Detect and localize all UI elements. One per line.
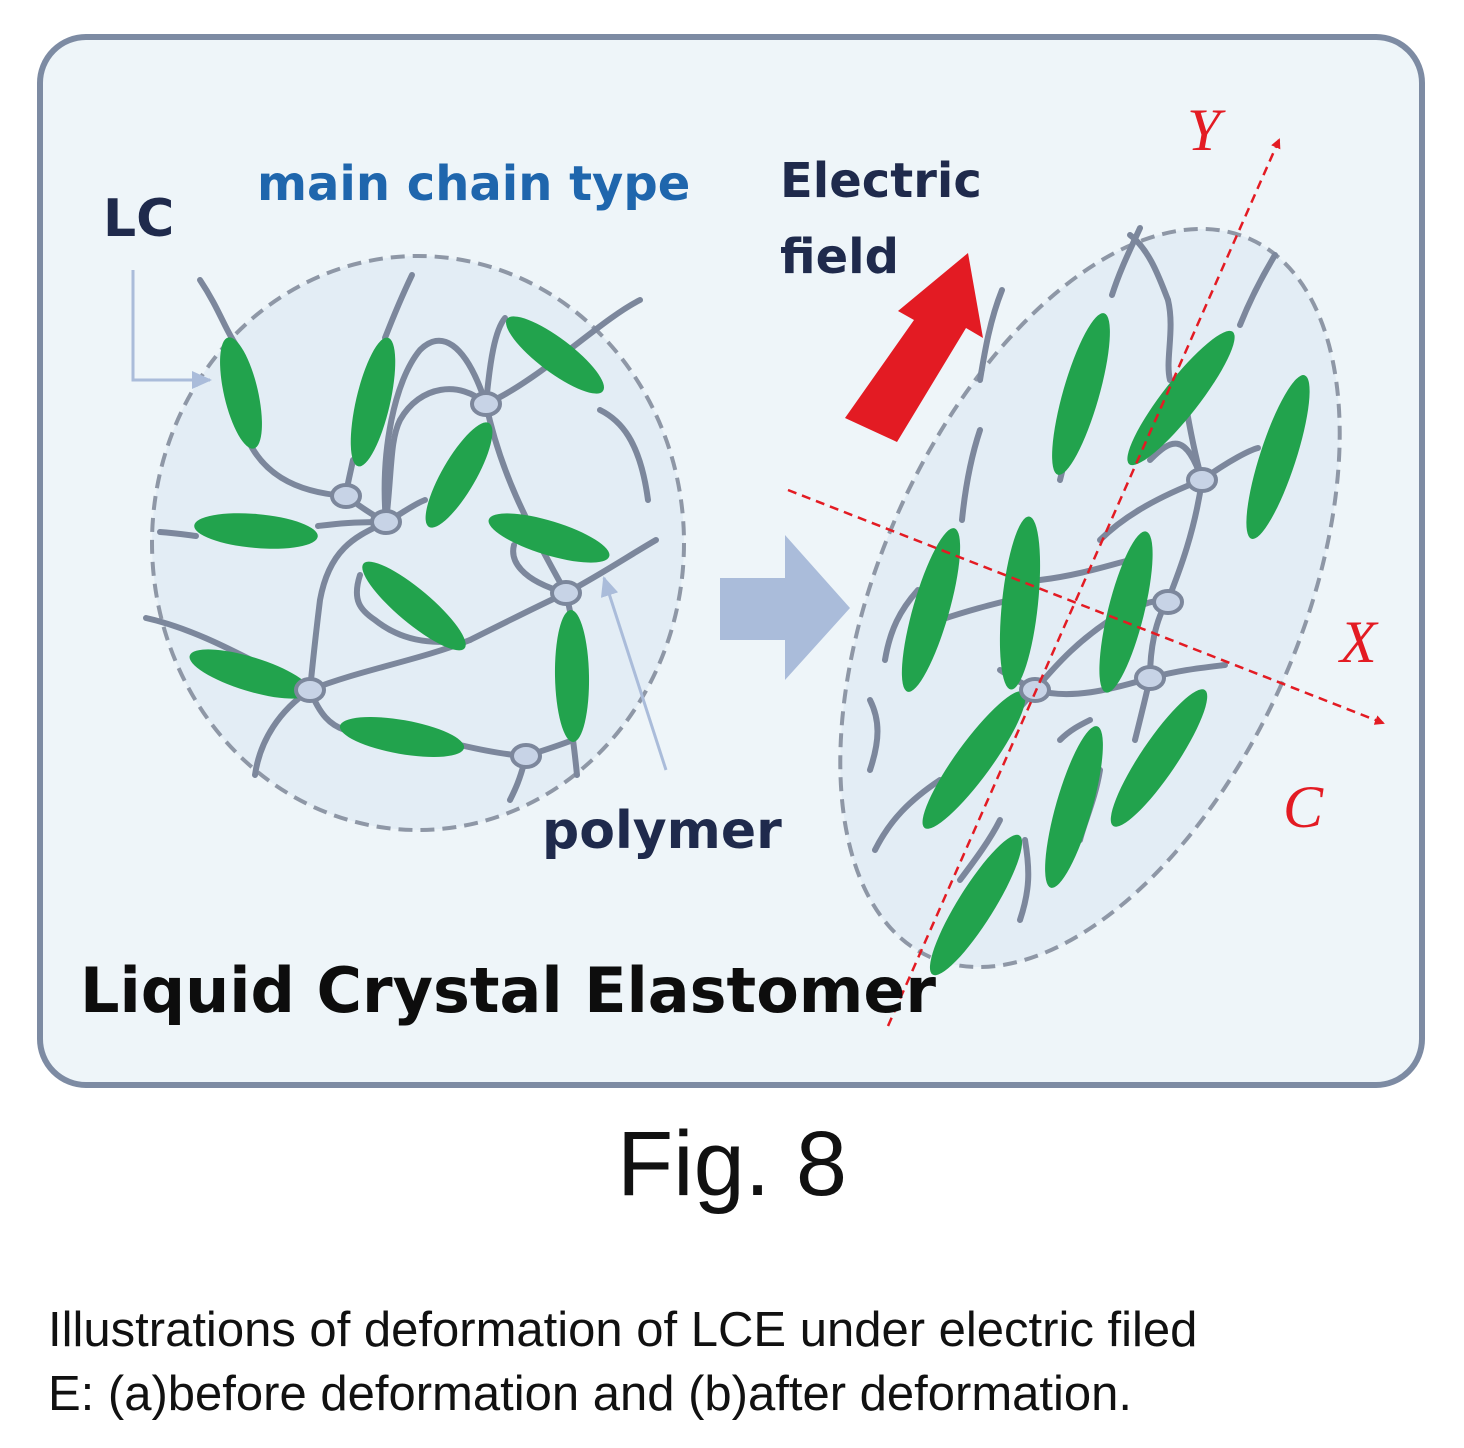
field-arrow-icon [845, 253, 983, 442]
caption-line-1: Illustrations of deformation of LCE unde… [48, 1303, 1198, 1357]
lc-mesogen [339, 717, 465, 757]
lc-mesogen [922, 691, 1026, 829]
transform-arrow-icon [720, 535, 850, 680]
crosslink-node [294, 677, 326, 703]
x-axis-label: X [1338, 609, 1379, 675]
x-axis-dashed [787, 488, 1385, 725]
lc-pointer-arrow [131, 270, 212, 389]
electric-field-label-line1: Electric [780, 153, 982, 209]
after-deformation-network [787, 138, 1385, 1027]
lc-mesogen [425, 422, 493, 528]
figure-title: Fig. 8 [616, 1113, 848, 1215]
figure-caption: Illustrations of deformation of LCE unde… [48, 1298, 1448, 1426]
lc-mesogen [362, 561, 466, 651]
lc-mesogen [1045, 726, 1103, 888]
lc-label: LC [103, 189, 174, 249]
lc-mesogen [999, 516, 1041, 690]
before-deformation-network [131, 254, 686, 832]
lc-mesogen [350, 337, 396, 467]
lc-mesogen [554, 610, 590, 742]
lc-mesogen [506, 316, 604, 394]
lc-mesogen [901, 528, 961, 692]
lc-mesogen [1246, 375, 1310, 539]
lc-mesogen [189, 649, 311, 699]
lc-mesogens-before [189, 316, 610, 757]
polymer-pointer-arrow [600, 576, 668, 771]
electric-field-label-line2: field [780, 229, 899, 285]
crosslink-node [1152, 589, 1184, 615]
lc-mesogen [488, 513, 610, 563]
lc-mesogen [1099, 531, 1153, 693]
lc-mesogen [194, 513, 318, 549]
lc-mesogen [1052, 313, 1110, 475]
y-axis-label: Y [1187, 97, 1226, 163]
crosslink-node [470, 391, 502, 417]
main-chain-type-label: main chain type [257, 156, 690, 212]
crosslink-node [550, 580, 582, 606]
lc-mesogen [929, 834, 1023, 976]
lc-mesogen [1110, 689, 1208, 827]
crosslink-node [1134, 665, 1166, 691]
polymer-label: polymer [542, 801, 782, 861]
panel-title: Liquid Crystal Elastomer [80, 954, 936, 1027]
lc-mesogen [1127, 330, 1235, 466]
caption-line-2: E: (a)before deformation and (b)after de… [48, 1367, 1133, 1421]
c-axis-label: C [1283, 774, 1324, 840]
lc-mesogen [220, 337, 262, 449]
crosslink-node [370, 509, 402, 535]
crosslink-node [510, 743, 542, 769]
lc-mesogens-after [901, 313, 1310, 976]
crosslinks-before [294, 391, 582, 769]
y-axis-dashed [886, 138, 1281, 1027]
crosslink-node [330, 483, 362, 509]
crosslink-node [1186, 467, 1218, 493]
